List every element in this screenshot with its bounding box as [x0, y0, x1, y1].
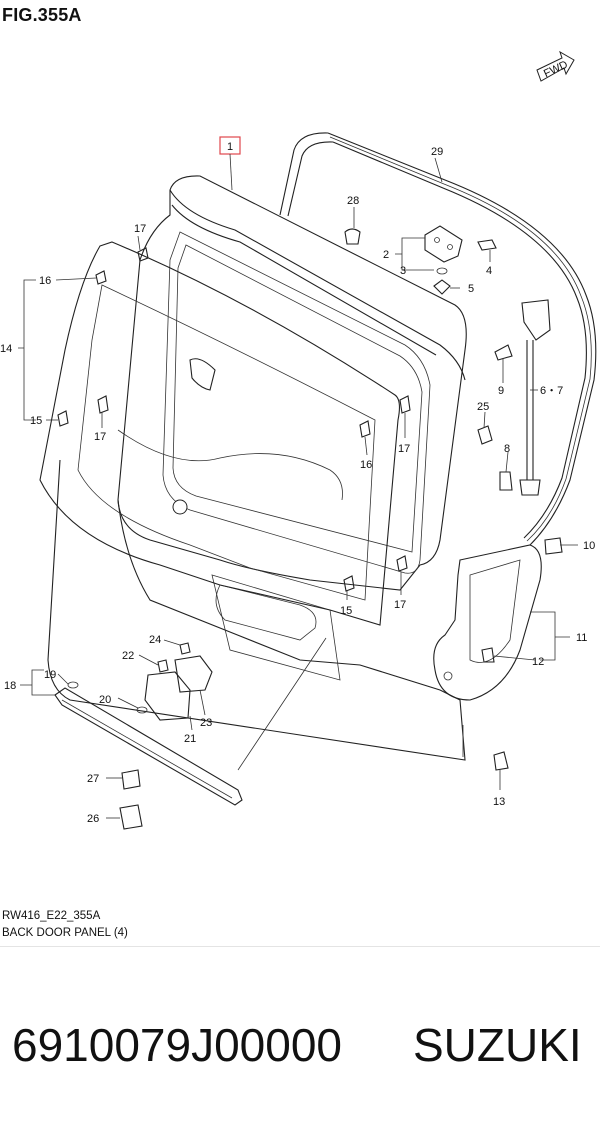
fasteners — [57, 228, 563, 830]
brand-name: SUZUKI — [413, 1019, 582, 1071]
callout-9: 9 — [498, 385, 504, 397]
callout-19: 19 — [44, 669, 56, 681]
callout-13: 13 — [493, 796, 505, 808]
callout-4: 4 — [486, 265, 492, 277]
callout-12: 12 — [532, 656, 544, 668]
callout-24: 24 — [149, 634, 161, 646]
callout-17c: 17 — [398, 443, 410, 455]
callout-25: 25 — [477, 401, 489, 413]
callout-14: 14 — [0, 343, 12, 355]
callout-17b: 17 — [94, 431, 106, 443]
hinge — [424, 225, 497, 263]
callout-3: 3 — [400, 265, 406, 277]
callout-5: 5 — [468, 283, 474, 295]
callout-18: 18 — [4, 680, 16, 692]
divider — [0, 946, 600, 947]
callout-2: 2 — [383, 249, 389, 261]
callout-16b: 16 — [360, 459, 372, 471]
callout-27: 27 — [87, 773, 99, 785]
diagram-code: RW416_E22_355A — [2, 910, 101, 922]
callout-23: 23 — [200, 717, 212, 729]
callout-26: 26 — [87, 813, 99, 825]
callout-6-7: 6・7 — [540, 385, 563, 397]
callout-17a: 17 — [134, 223, 146, 235]
fwd-label: FWD — [542, 59, 570, 80]
spoiler — [189, 358, 216, 391]
figure-title: FIG.355A — [2, 5, 82, 25]
part-number: 6910079J00000 — [12, 1019, 342, 1071]
callout-10: 10 — [583, 540, 595, 552]
diagram-caption: RW416_E22_355A BACK DOOR PANEL (4) — [2, 908, 128, 942]
callout-21: 21 — [184, 733, 196, 745]
callout-labels: 1 2 3 4 5 6・7 8 9 10 11 12 13 14 15 15 1… — [0, 141, 595, 825]
callout-11: 11 — [576, 632, 587, 644]
callout-28: 28 — [347, 195, 359, 207]
side-trim — [433, 544, 542, 701]
callout-20: 20 — [99, 694, 111, 706]
leader-lines — [18, 153, 578, 819]
callout-8: 8 — [504, 443, 510, 455]
gas-strut — [519, 299, 551, 496]
callout-16a: 16 — [39, 275, 51, 287]
callout-15a: 15 — [30, 415, 42, 427]
fwd-arrow-icon: FWD — [536, 50, 575, 82]
rear-glass — [39, 241, 401, 626]
diagram-name: BACK DOOR PANEL (4) — [2, 927, 128, 939]
callout-17d: 17 — [394, 599, 406, 611]
callout-22: 22 — [122, 650, 134, 662]
back-door-exploded-diagram: FWD — [0, 50, 597, 830]
callout-1: 1 — [227, 141, 233, 153]
callout-29: 29 — [431, 146, 443, 158]
license-garnish — [54, 687, 243, 806]
callout-15b: 15 — [340, 605, 352, 617]
weatherstrip-seal — [279, 132, 597, 546]
back-door-panel — [47, 175, 467, 761]
